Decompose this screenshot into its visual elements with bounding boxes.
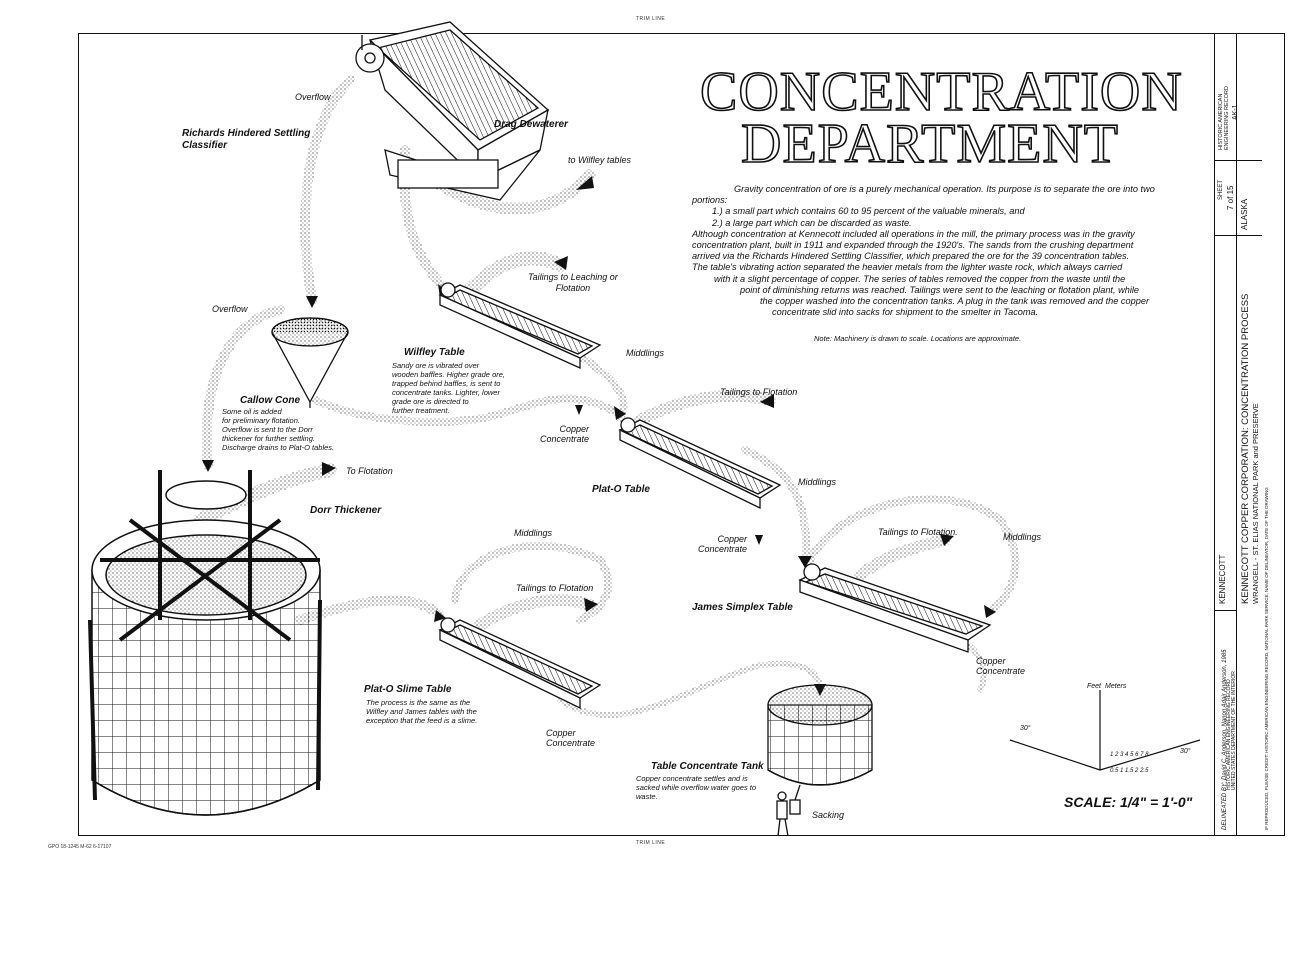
label-richards-classifier: Richards Hindered Settling Classifier (182, 128, 311, 151)
callow-description: Some oil is added for preliminary flotat… (222, 407, 335, 452)
description-line: The table's vibrating action separated t… (692, 262, 1123, 273)
drag-dewaterer (355, 21, 550, 201)
label-middlings-3: Middlings (1003, 532, 1042, 542)
description-line: the copper washed into the concentration… (760, 296, 1150, 307)
scale-feet-tick: 7 (1140, 752, 1144, 758)
description-line: 2.) a large part which can be discarded … (712, 217, 912, 228)
tank-description: Copper concentrate settles and is sacked… (636, 774, 757, 801)
label-tailings-flotation-1: Tailings to Flotation (720, 387, 798, 397)
description-line: 1.) a small part which contains 60 to 95… (712, 206, 1025, 217)
label-middlings-2: Middlings (798, 477, 837, 487)
james-simplex-graphic (798, 563, 992, 653)
label-sacking: Sacking (812, 810, 845, 820)
label-dorr-thickener: Dorr Thickener (310, 505, 382, 516)
title-block-record-label: HISTORIC AMERICAN ENGINEERING RECORD (1218, 86, 1230, 150)
plat-o-slime-graphic (438, 617, 602, 710)
label-plat-o-table: Plat-O Table (592, 484, 650, 495)
title-block-divider (1214, 160, 1262, 161)
title-line-1: CONCENTRATION (699, 61, 1183, 123)
dorr-thickener-graphic (88, 470, 322, 816)
title-block-divider (1214, 33, 1215, 836)
label-middlings-1: Middlings (626, 348, 665, 358)
label-overflow-top: Overflow (295, 92, 331, 102)
label-james-simplex: James Simplex Table (692, 602, 793, 613)
label-plat-o-slime: Plat-O Slime Table (364, 684, 452, 695)
description-line: portions: (692, 195, 728, 206)
label-to-flotation: To Flotation (346, 466, 393, 476)
scale-meter-tick: 2 (1135, 768, 1139, 774)
title-block-divider (1214, 235, 1262, 236)
label-table-concentrate-tank: Table Concentrate Tank (651, 761, 764, 772)
label-tailings-flotation-3: Tailings to Flotation (516, 583, 594, 593)
process-illustration (88, 21, 1201, 837)
worker-figure (776, 791, 801, 837)
bottom-strip (0, 854, 1300, 956)
scale-feet-tick: 8 (1145, 752, 1149, 758)
slime-description: The process is the same as the Wilfley a… (366, 698, 478, 725)
drawing-frame (78, 33, 1285, 836)
scale-feet-tick: 2 (1115, 752, 1119, 758)
label-to-wilfley: to Wilfley tables (568, 155, 631, 165)
title-block-credit: IF REPRODUCED, PLEASE CREDIT: HISTORIC A… (1264, 487, 1269, 830)
scale-meter-tick: 1 (1120, 768, 1124, 774)
description-line: concentration plant, built in 1911 and e… (692, 240, 1134, 251)
scale-feet-ticks: 1 2 3 4 5 6 7 8 (1110, 752, 1148, 758)
machinery-note: Note: Machinery is drawn to scale. Locat… (814, 334, 1022, 343)
scale-feet-tick: 1 (1110, 752, 1114, 758)
scale-text: SCALE: 1/4" = 1'-0" (1064, 794, 1193, 810)
title-block-sheet-label: SHEET (1218, 179, 1224, 200)
title-block-divider (1214, 610, 1236, 611)
description-line: point of diminishing returns was reached… (740, 284, 1140, 295)
label-tailings-leaching: Tailings to Leaching or Flotation (528, 272, 618, 293)
scale-meter-ticks: 0.5 1 1.5 2 2.5 (1110, 768, 1148, 774)
scale-feet-label: Feet (1087, 683, 1102, 690)
title-block-divider (1236, 33, 1237, 836)
title-line-2: DEPARTMENT (740, 113, 1119, 175)
scale-meters-label: Meters (1105, 683, 1127, 690)
footer-code: GPO 18-1245 M-62 6-17107 (48, 844, 112, 850)
label-copper-concentrate-1: Copper Concentrate (540, 424, 590, 444)
description-line: Gravity concentration of ore is a purely… (734, 184, 1155, 194)
label-middlings-4: Middlings (514, 528, 553, 538)
scale-meter-tick: 2.5 (1140, 768, 1149, 774)
trim-line-top: TRIM LINE (636, 16, 666, 22)
scale-feet-tick: 3 (1120, 752, 1124, 758)
title-block-sheet-num: 7 of 15 (1226, 185, 1235, 210)
label-drag-dewaterer: Drag Dewaterer (494, 119, 568, 130)
label-copper-concentrate-3: Copper Concentrate (976, 656, 1026, 676)
scale-axes (1009, 690, 1201, 771)
trim-line-bottom: TRIM LINE (636, 840, 666, 846)
scale-thirty-right: 30° (1180, 748, 1191, 755)
scale-feet-tick: 5 (1130, 752, 1134, 758)
title-block-sub-title: WRANGELL - ST. ELIAS NATIONAL PARK and P… (1251, 403, 1260, 604)
description-line: with it a slight percentage of copper. T… (714, 273, 1126, 284)
label-copper-concentrate-4: Copper Concentrate (546, 728, 596, 748)
label-tailings-flotation-2: Tailings to Flotation. (878, 527, 958, 537)
concentrate-tank-graphic (767, 684, 873, 801)
title-block-record-num: AK-1 (1232, 104, 1239, 120)
scale-meter-tick: 0.5 (1110, 768, 1119, 774)
scale-feet-tick: 6 (1135, 752, 1139, 758)
scale-feet-tick: 4 (1125, 752, 1129, 758)
scale-meter-tick: 1.5 (1125, 768, 1134, 774)
label-copper-concentrate-2: Copper Concentrate (698, 534, 748, 554)
label-callow-cone: Callow Cone (240, 395, 301, 406)
label-overflow-left: Overflow (212, 304, 248, 314)
description-line: arrived via the Richards Hindered Settli… (692, 251, 1130, 262)
scale-thirty-left: 30° (1020, 725, 1031, 732)
plat-o-table-graphic (618, 417, 782, 510)
title-block-state: ALASKA (1240, 198, 1249, 230)
title-block-agency-2: UNITED STATES DEPARTMENT OF THE INTERIOR (1231, 671, 1237, 790)
description-line: Although concentration at Kennecott incl… (692, 228, 1135, 239)
description-line: concentrate slid into sacks for shipment… (772, 307, 1039, 318)
label-wilfley-table: Wilfley Table (404, 347, 465, 358)
title-block-main-title: KENNECOTT COPPER CORPORATION: CONCENTRAT… (1240, 293, 1251, 604)
description-paragraph: Gravity concentration of ore is a purely… (692, 184, 1155, 318)
callow-cone (271, 317, 349, 408)
title-block-place: KENNECOTT (1218, 554, 1227, 604)
wilfley-table-graphic (438, 282, 602, 370)
wilfley-description: Sandy ore is vibrated over wooden baffle… (392, 361, 505, 415)
